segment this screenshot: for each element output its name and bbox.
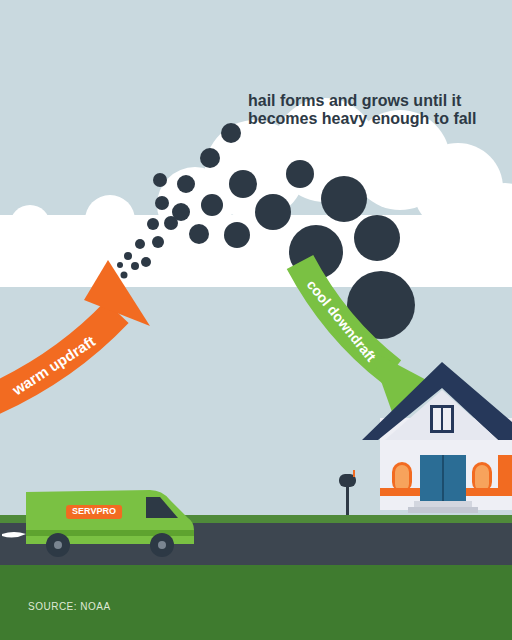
- title-annotation: hail forms and grows until it becomes he…: [248, 92, 483, 128]
- warm-updraft-arrow: [0, 260, 150, 405]
- grass: [0, 565, 512, 640]
- source-note: SOURCE: NOAA: [28, 601, 111, 612]
- van-logo: SERVPRO: [66, 505, 122, 519]
- mailbox: [339, 470, 356, 520]
- hailstones: [109, 123, 415, 339]
- house: [362, 362, 512, 513]
- downdraft-label: cool downdraft: [303, 277, 378, 365]
- van: [2, 490, 194, 557]
- updraft-label: warm updraft: [10, 333, 99, 399]
